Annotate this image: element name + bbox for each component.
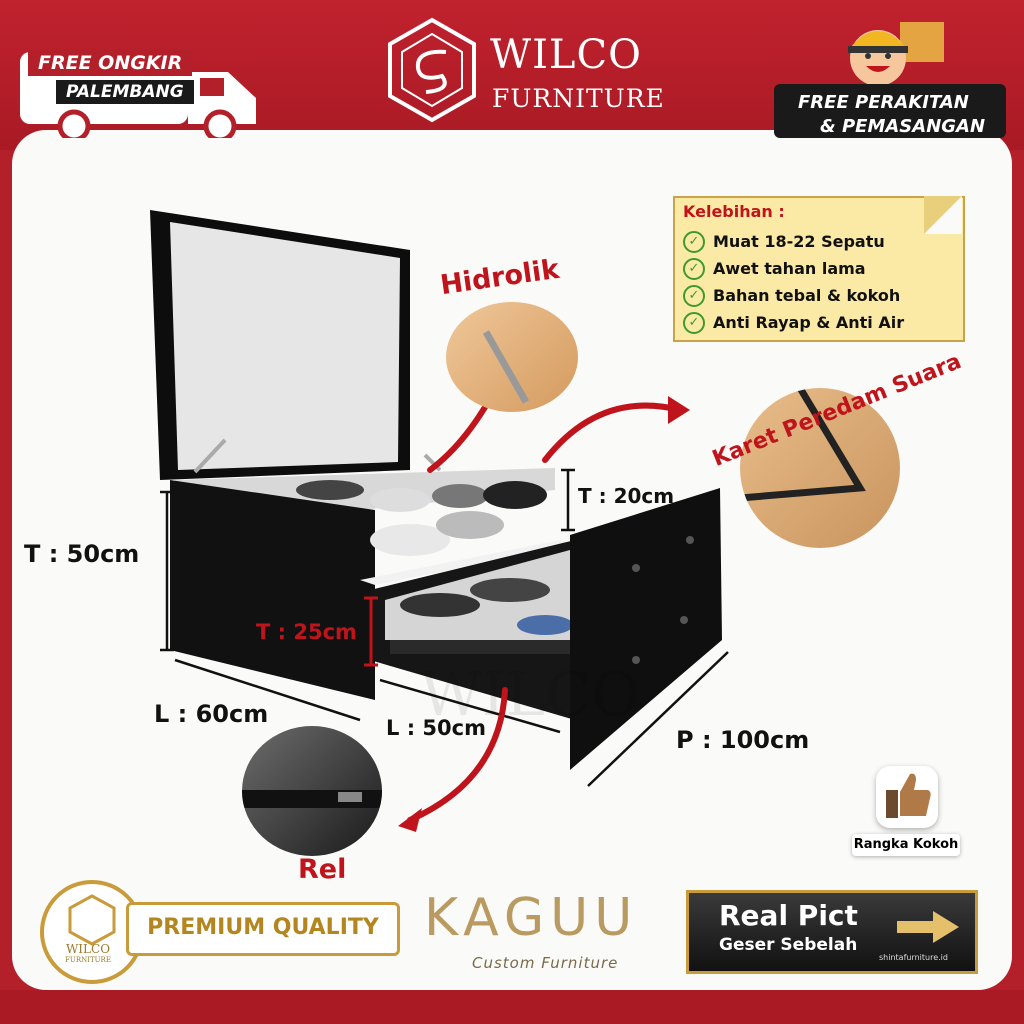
- benefit-item: ✓Muat 18-22 Sepatu: [683, 228, 904, 255]
- brand-subtitle: FURNITURE: [492, 84, 665, 113]
- depth-100-label: P : 100cm: [676, 726, 810, 754]
- real-pict-banner: Real Pict Geser Sebelah shintafurniture.…: [686, 890, 978, 974]
- drawer-rail-icon: [242, 790, 382, 808]
- arrow-right-icon: [897, 911, 959, 943]
- brand-title: WILCO: [490, 32, 642, 78]
- height-20-label: T : 20cm: [578, 484, 675, 508]
- free-ongkir-badge: FREE ONGKIR PALEMBANG: [14, 38, 264, 138]
- watermark: WILCO: [420, 660, 641, 730]
- rangka-kokoh-label: Rangka Kokoh: [852, 834, 960, 856]
- premium-quality-label: PREMIUM QUALITY: [147, 915, 379, 940]
- palembang-label: PALEMBANG: [56, 80, 194, 104]
- benefits-note: Kelebihan : ✓Muat 18-22 Sepatu ✓Awet tah…: [673, 196, 965, 342]
- geser-label: Geser Sebelah: [719, 935, 858, 955]
- premium-quality-badge: PREMIUM QUALITY: [126, 902, 400, 956]
- small-logo-title: WILCO: [65, 942, 111, 956]
- hexagon-logo-icon: [388, 17, 476, 123]
- piston-icon: [482, 330, 530, 404]
- karet-photo: [740, 388, 900, 548]
- kaguu-logo: KAGUU: [424, 888, 639, 948]
- length-60-label: L : 60cm: [154, 700, 269, 728]
- brand-logo: WILCO FURNITURE: [386, 12, 664, 132]
- benefit-item: ✓Awet tahan lama: [683, 255, 904, 282]
- height-50-label: T : 50cm: [24, 540, 140, 568]
- rubber-seal-icon: [740, 388, 866, 502]
- small-logo-sub: FURNITURE: [65, 956, 111, 964]
- check-icon: ✓: [683, 311, 705, 334]
- note-fold: [924, 196, 962, 234]
- footer-band: [0, 990, 1024, 1024]
- check-icon: ✓: [683, 230, 705, 253]
- pemasangan-label: & PEMASANGAN: [820, 116, 986, 137]
- real-pict-label: Real Pict: [719, 899, 858, 932]
- hidrolik-photo: [446, 302, 578, 412]
- kaguu-subtitle: Custom Furniture: [472, 954, 619, 972]
- rangka-kokoh-badge: Rangka Kokoh: [852, 762, 962, 858]
- benefit-item: ✓Anti Rayap & Anti Air: [683, 309, 904, 336]
- length-50-label: L : 50cm: [386, 716, 486, 740]
- free-ongkir-label: FREE ONGKIR: [28, 50, 193, 76]
- hexagon-logo-icon: [68, 894, 116, 946]
- shoes-drawer-row: [400, 578, 573, 635]
- thumbs-up-icon: [876, 766, 938, 828]
- benefits-list: ✓Muat 18-22 Sepatu ✓Awet tahan lama ✓Bah…: [683, 228, 904, 336]
- free-perakitan-badge: FREE PERAKITAN & PEMASANGAN: [770, 10, 1014, 140]
- height-25-label: T : 25cm: [256, 620, 357, 644]
- url-label: shintafurniture.id: [879, 953, 948, 962]
- rel-photo: [242, 726, 382, 856]
- rel-label: Rel: [298, 854, 347, 885]
- benefits-title: Kelebihan :: [683, 202, 785, 221]
- free-perakitan-label: FREE PERAKITAN: [798, 92, 969, 113]
- shoes-top-row: [296, 480, 547, 556]
- worker-mascot-icon: [848, 22, 944, 86]
- benefit-item: ✓Bahan tebal & kokoh: [683, 282, 904, 309]
- check-icon: ✓: [683, 257, 705, 280]
- check-icon: ✓: [683, 284, 705, 307]
